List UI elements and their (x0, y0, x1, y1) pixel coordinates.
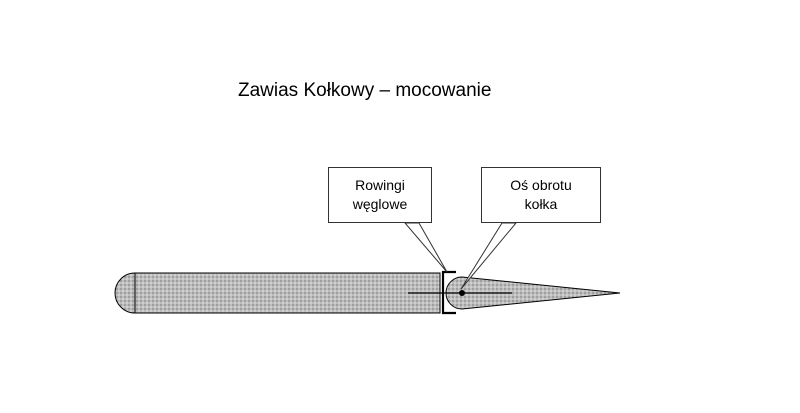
pivot-point (459, 290, 465, 296)
callout-os-line1: Oś obrotu (510, 177, 572, 193)
os-callout-pointer (460, 222, 518, 290)
wing-body (114, 272, 441, 314)
callout-carbon-rovings: Rowingi węglowe (328, 167, 432, 223)
callout-rowingi-line2: węglowe (352, 196, 408, 212)
diagram-title: Zawias Kołkowy – mocowanie (238, 80, 492, 101)
callout-pivot-axis: Oś obrotu kołka (481, 167, 601, 223)
rowingi-callout-pointer (403, 222, 448, 273)
callout-os-line2: kołka (524, 196, 558, 212)
aileron (445, 276, 621, 310)
callout-rowingi-line1: Rowingi (355, 177, 405, 193)
